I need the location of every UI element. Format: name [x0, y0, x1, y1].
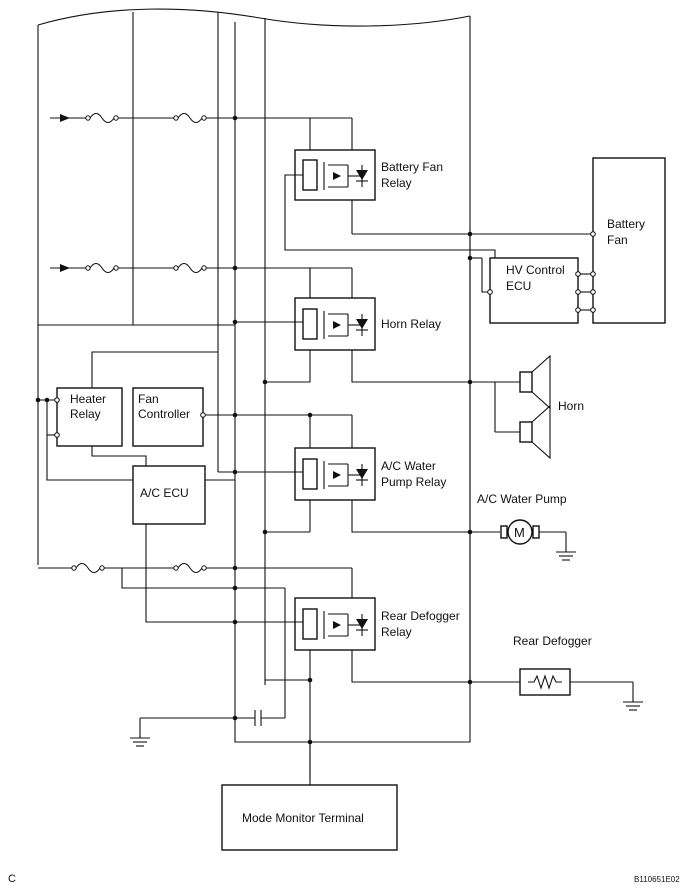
rear-defogger-label: Rear Defogger: [513, 634, 592, 648]
ac-water-pump-relay: [294, 447, 376, 501]
horn-relay-out-wire: [351, 350, 495, 383]
ac-water-pump-label: A/C Water Pump: [477, 492, 567, 506]
battery-fan-label-2: Fan: [607, 233, 628, 247]
fan-controller-label-2: Controller: [138, 407, 190, 421]
fuse-line-3: [38, 562, 353, 598]
motor-icon: [500, 519, 576, 561]
rear-defogger-relay-label-1: Rear Defogger: [381, 609, 460, 623]
battery-fan-box: [592, 157, 666, 324]
cutaway-wavy-edge: [37, 8, 471, 27]
rear-defogger-relay: [294, 597, 376, 651]
ac-ecu-label: A/C ECU: [140, 486, 189, 500]
heater-relay-label-1: Heater: [70, 392, 106, 406]
rear-def-relay-out-wire: [351, 650, 520, 683]
horn-relay-label: Horn Relay: [381, 317, 441, 331]
hv-control-ecu-label-2: ECU: [506, 279, 531, 293]
battery-fan-relay-label-2: Relay: [381, 176, 412, 190]
ac-water-pump-relay-label-1: A/C Water: [381, 459, 436, 473]
horn-icon: [494, 354, 551, 460]
horn-relay: [294, 297, 376, 351]
ac-pump-relay-out-wire: [351, 500, 500, 533]
ac-ecu-box: [132, 465, 206, 525]
fuse-line-1: [50, 112, 353, 162]
horn-label: Horn: [558, 399, 584, 413]
fuse-line-2: [50, 262, 353, 310]
corner-letter: C: [8, 873, 16, 885]
battery-fan-relay: [294, 149, 376, 201]
figure-code: B110651E02: [634, 875, 680, 884]
motor-symbol: M: [514, 525, 525, 540]
hv-control-ecu-label-1: HV Control: [506, 263, 565, 277]
rear-defogger-relay-label-2: Relay: [381, 625, 412, 639]
resistor-icon: [519, 668, 643, 711]
heater-relay-box: [56, 387, 123, 447]
ac-water-pump-relay-label-2: Pump Relay: [381, 475, 446, 489]
heater-relay-label-2: Relay: [70, 407, 101, 421]
mode-monitor-terminal-label: Mode Monitor Terminal: [242, 811, 364, 825]
mode-monitor-terminal-box: [221, 784, 398, 851]
battery-fan-relay-label-1: Battery Fan: [381, 160, 443, 174]
battery-fan-label-1: Battery: [607, 217, 645, 231]
fan-controller-label-1: Fan: [138, 392, 159, 406]
